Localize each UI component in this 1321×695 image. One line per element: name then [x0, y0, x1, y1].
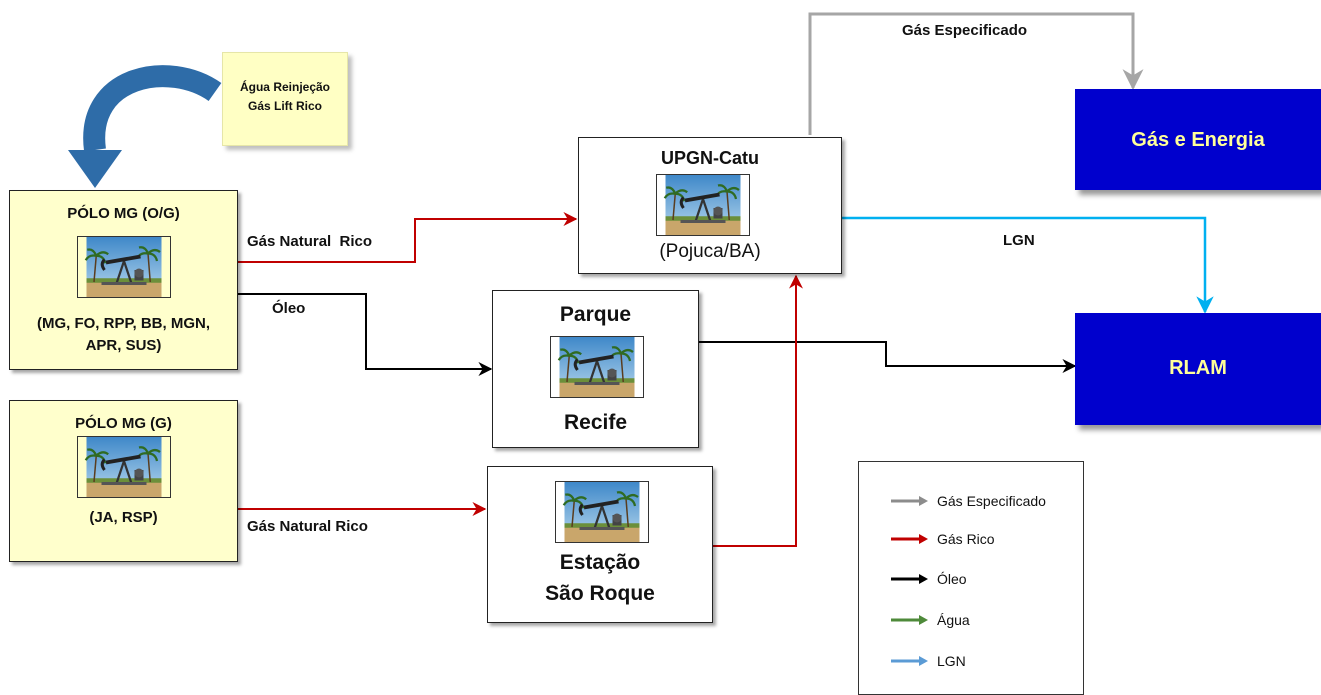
legend-label: Gás Especificado: [937, 493, 1046, 509]
edge-oleo-2: [699, 341, 1077, 373]
estacao-line-1: Estação: [559, 551, 641, 574]
polo-g-title: PÓLO MG (G): [75, 415, 172, 432]
arrow-icon: [891, 615, 928, 625]
legend: Gás Especificado Gás Rico Óleo Água LGN: [858, 461, 1084, 695]
legend-item-lgn: LGN: [889, 650, 966, 672]
oil-pump-icon: [555, 481, 649, 543]
arrow-icon: [891, 656, 928, 666]
label-lgn: LGN: [1003, 232, 1035, 249]
oil-pump-icon: [77, 236, 171, 298]
reinjection-note: Água Reinjeção Gás Lift Rico: [222, 52, 348, 146]
node-parque-recife: Parque Recife: [492, 290, 699, 448]
legend-label: LGN: [937, 653, 966, 669]
label-gas-especificado: Gás Especificado: [902, 22, 1028, 39]
label-gas-natural-rico-2: Gás Natural Rico: [247, 518, 368, 535]
parque-subtitle: Recife: [563, 411, 628, 434]
polo-og-title: PÓLO MG (O/G): [67, 205, 180, 222]
legend-item-oleo: Óleo: [889, 568, 967, 590]
node-estacao-sao-roque: Estação São Roque: [487, 466, 713, 623]
polo-og-subtitle: (MG, FO, RPP, BB, MGN, APR, SUS): [36, 315, 211, 354]
legend-item-gas-especificado: Gás Especificado: [889, 490, 1046, 512]
legend-label: Gás Rico: [937, 531, 995, 547]
arrow-icon: [891, 574, 928, 584]
node-rlam: RLAM: [1075, 313, 1321, 425]
upgn-subtitle: (Pojuca/BA): [659, 241, 761, 262]
node-upgn-catu: UPGN-Catu (Pojuca/BA): [578, 137, 842, 274]
label-oleo: Óleo: [272, 300, 306, 317]
parque-title: Parque: [559, 303, 632, 326]
legend-item-agua: Água: [889, 609, 970, 631]
node-polo-mg-og: PÓLO MG (O/G) (MG, FO, RPP, BB, MGN, APR…: [9, 190, 238, 370]
upgn-title: UPGN-Catu: [661, 148, 759, 168]
arrow-icon: [891, 534, 928, 544]
reinjection-arrowhead: [68, 150, 122, 188]
gas-energia-title: Gás e Energia: [1131, 129, 1265, 151]
node-gas-e-energia: Gás e Energia: [1075, 89, 1321, 190]
node-polo-mg-g: PÓLO MG (G) (JA, RSP): [9, 400, 238, 562]
oil-pump-icon: [77, 436, 171, 498]
polo-g-subtitle: (JA, RSP): [89, 509, 158, 526]
oil-pump-icon: [550, 336, 644, 398]
legend-label: Água: [937, 612, 970, 628]
edge-gas-rico-estacao-upgn: [713, 274, 803, 547]
legend-label: Óleo: [937, 571, 967, 587]
rlam-title: RLAM: [1169, 357, 1227, 379]
estacao-line-2: São Roque: [545, 582, 655, 605]
reinjection-curve-arrow: [83, 65, 222, 152]
legend-item-gas-rico: Gás Rico: [889, 528, 995, 550]
oil-pump-icon: [656, 174, 750, 236]
note-line-1: Água Reinjeção: [239, 80, 331, 94]
edge-gas-especificado: [808, 12, 1144, 135]
edge-lgn: [842, 216, 1214, 314]
arrow-icon: [891, 496, 928, 506]
edge-oleo-1: [238, 293, 493, 376]
label-gas-natural-rico-1: Gás Natural Rico: [247, 233, 373, 250]
edge-gas-natural-rico-1: [238, 212, 578, 263]
note-line-2: Gás Lift Rico: [247, 99, 322, 113]
